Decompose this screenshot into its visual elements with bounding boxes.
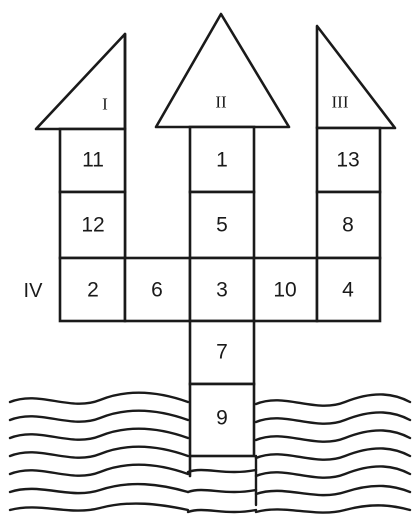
roof-center: II <box>156 14 289 127</box>
left-column: 11 12 <box>60 129 125 258</box>
cell-10-label: 10 <box>273 279 296 302</box>
cell-5-label: 5 <box>216 214 228 237</box>
cell-8-label: 8 <box>342 214 354 237</box>
roof-right: III <box>317 26 395 128</box>
cell-3-label: 3 <box>216 279 228 302</box>
water-under-stem <box>188 456 256 512</box>
water-left <box>10 393 188 511</box>
right-column: 13 8 <box>317 128 380 258</box>
roof-center-label: II <box>215 93 227 112</box>
cell-9-label: 9 <box>216 407 228 430</box>
cell-6-label: 6 <box>151 279 163 302</box>
horizontal-row: 2 6 3 10 4 IV <box>24 258 380 321</box>
center-column: 1 5 <box>190 127 254 258</box>
row-label-iv: IV <box>24 280 44 302</box>
cell-12-label: 12 <box>81 214 104 237</box>
cell-11-label: 11 <box>82 149 104 172</box>
cell-1-label: 1 <box>216 149 228 172</box>
roof-right-label: III <box>332 93 349 112</box>
roof-left-label: I <box>102 95 108 114</box>
cell-4-label: 4 <box>342 279 354 302</box>
cell-2-label: 2 <box>87 279 99 302</box>
stem: 7 9 <box>190 321 254 476</box>
cell-7-label: 7 <box>216 341 228 364</box>
water-right <box>256 394 410 512</box>
cell-13-label: 13 <box>336 149 359 172</box>
